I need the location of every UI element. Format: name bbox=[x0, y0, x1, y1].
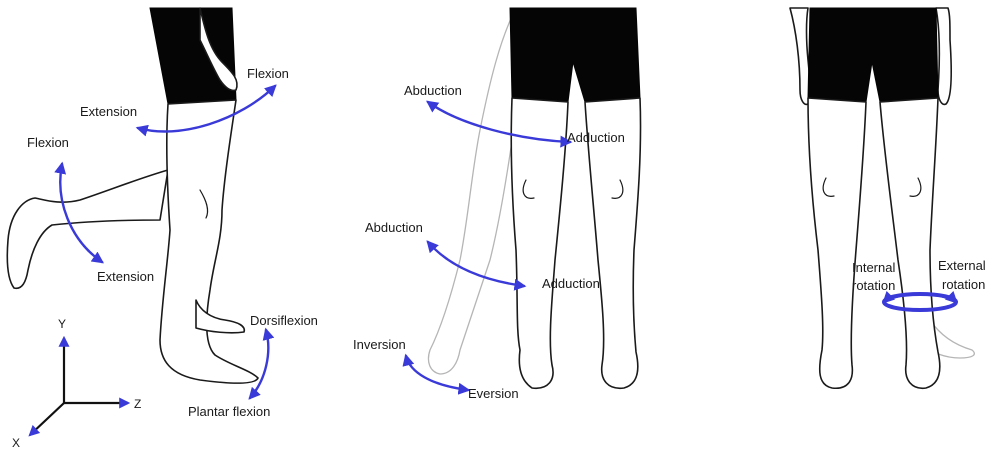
label-ankle-dorsiflexion: Dorsiflexion bbox=[250, 313, 318, 328]
label-hip-flexion: Flexion bbox=[247, 66, 289, 81]
left-figure: Flexion Extension Flexion Extension Dors… bbox=[7, 8, 318, 419]
label-hip-extension: Extension bbox=[80, 104, 137, 119]
label-knee-adduction: Adduction bbox=[542, 276, 600, 291]
right-leg-left bbox=[808, 98, 866, 388]
middle-shorts bbox=[510, 8, 640, 102]
left-standing-leg bbox=[160, 100, 258, 383]
label-knee-extension: Extension bbox=[97, 269, 154, 284]
z-axis-label: Z bbox=[134, 397, 141, 411]
x-axis-label: X bbox=[12, 436, 20, 450]
ankle-dorsi-plantar-arc bbox=[250, 330, 268, 398]
axis-triad: Y Z X bbox=[12, 317, 141, 450]
label-hip-abduction: Abduction bbox=[404, 83, 462, 98]
left-shorts bbox=[150, 8, 236, 106]
y-axis-label: Y bbox=[58, 317, 66, 331]
right-arm-left bbox=[790, 8, 810, 104]
middle-figure: Abduction Adduction Abduction Adduction … bbox=[353, 8, 641, 401]
label-internal-rotation-2: rotation bbox=[852, 278, 895, 293]
label-knee-abduction: Abduction bbox=[365, 220, 423, 235]
right-shorts bbox=[808, 8, 938, 102]
label-external-rotation-1: External bbox=[938, 258, 986, 273]
label-foot-inversion: Inversion bbox=[353, 337, 406, 352]
right-leg-right bbox=[880, 98, 940, 388]
label-foot-eversion: Eversion bbox=[468, 386, 519, 401]
middle-ghost-leg bbox=[428, 10, 515, 374]
right-figure: Internal rotation External rotation bbox=[790, 8, 986, 388]
x-axis-arrow bbox=[30, 403, 64, 435]
label-knee-flexion: Flexion bbox=[27, 135, 69, 150]
label-ankle-plantar-flexion: Plantar flexion bbox=[188, 404, 270, 419]
label-internal-rotation-1: Internal bbox=[852, 260, 895, 275]
label-hip-adduction: Adduction bbox=[567, 130, 625, 145]
label-external-rotation-2: rotation bbox=[942, 277, 985, 292]
